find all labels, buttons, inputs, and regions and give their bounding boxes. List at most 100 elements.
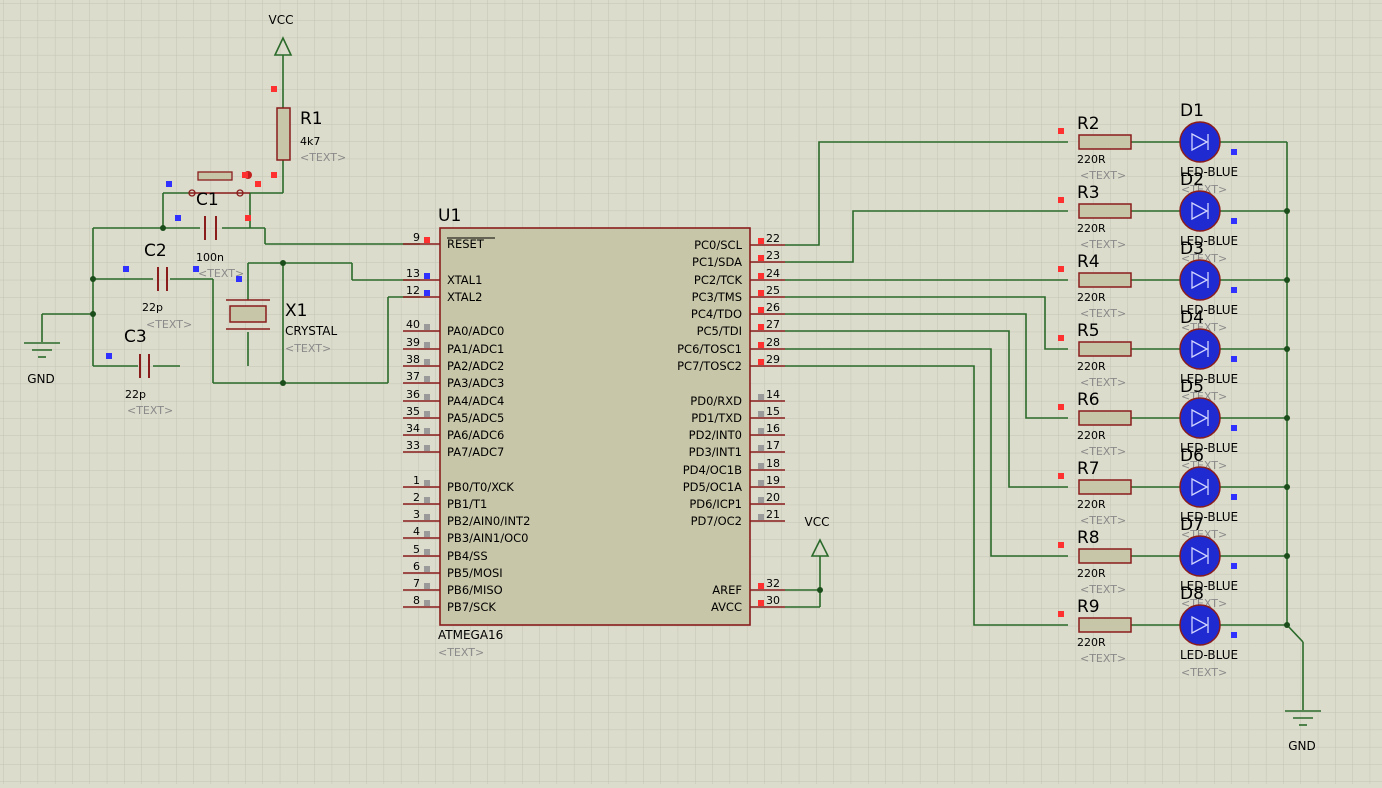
resistor-value: 220R [1077,429,1106,442]
resistor-value: 220R [1077,153,1106,166]
mcu-pin-right[interactable]: 17 PD3/INT1 [689,439,785,459]
capacitor-c3[interactable]: C3 22p <TEXT> [106,327,173,417]
pin-marker [758,480,764,486]
resistor-r1[interactable]: R1 4k7 <TEXT> [271,86,346,178]
pin-label: PD5/OC1A [683,480,742,494]
pin-marker [424,549,430,555]
resistor-body [1078,341,1132,357]
pin-marker [424,273,430,279]
pin-marker [166,181,172,187]
r1-text: <TEXT> [300,151,346,164]
pin-number: 19 [766,474,780,487]
capacitor-c2[interactable]: C2 22p <TEXT> [123,241,199,331]
pin-marker [1231,563,1237,569]
vcc-top-symbol[interactable]: VCC [269,13,294,56]
pin-marker [758,359,764,365]
pin-label: PD1/TXD [691,411,742,425]
resistor-ref: R4 [1077,252,1100,272]
crystal-x1[interactable]: X1 CRYSTAL <TEXT> [226,276,338,355]
capacitor-c1[interactable]: C1 100n <TEXT> [175,190,251,280]
pin-number: 6 [413,560,420,573]
reset-button[interactable] [166,171,261,197]
gnd-right-symbol[interactable]: GND [1285,710,1321,753]
pin-marker [1058,404,1064,410]
resistor-text: <TEXT> [1080,583,1126,596]
pin-marker [758,445,764,451]
resistor-value: 220R [1077,360,1106,373]
gnd-left-symbol[interactable]: GND [24,342,60,386]
pin-label: PC2/TCK [694,273,743,287]
pin-number: 17 [766,439,780,452]
pin-number: 21 [766,508,780,521]
pin-marker [1058,473,1064,479]
vcc-mid-symbol[interactable]: VCC [805,515,830,557]
pin-number: 34 [406,422,420,435]
pin-marker [424,497,430,503]
led-value: LED-BLUE [1180,510,1238,524]
led-icon [1179,535,1221,577]
mcu-pin-right[interactable]: 19 PD5/OC1A [683,474,785,494]
pin-label: PD0/RXD [690,394,742,408]
pin-label: PD3/INT1 [689,445,742,459]
pin-label: PC4/TDO [691,307,742,321]
pin-marker [1231,149,1237,155]
c3-ref: C3 [124,327,147,347]
pin-number: 5 [413,543,420,556]
pin-marker [424,290,430,296]
led-value: LED-BLUE [1180,372,1238,386]
pin-number: 40 [406,318,420,331]
pin-number: 8 [413,594,420,607]
resistor-text: <TEXT> [1080,376,1126,389]
